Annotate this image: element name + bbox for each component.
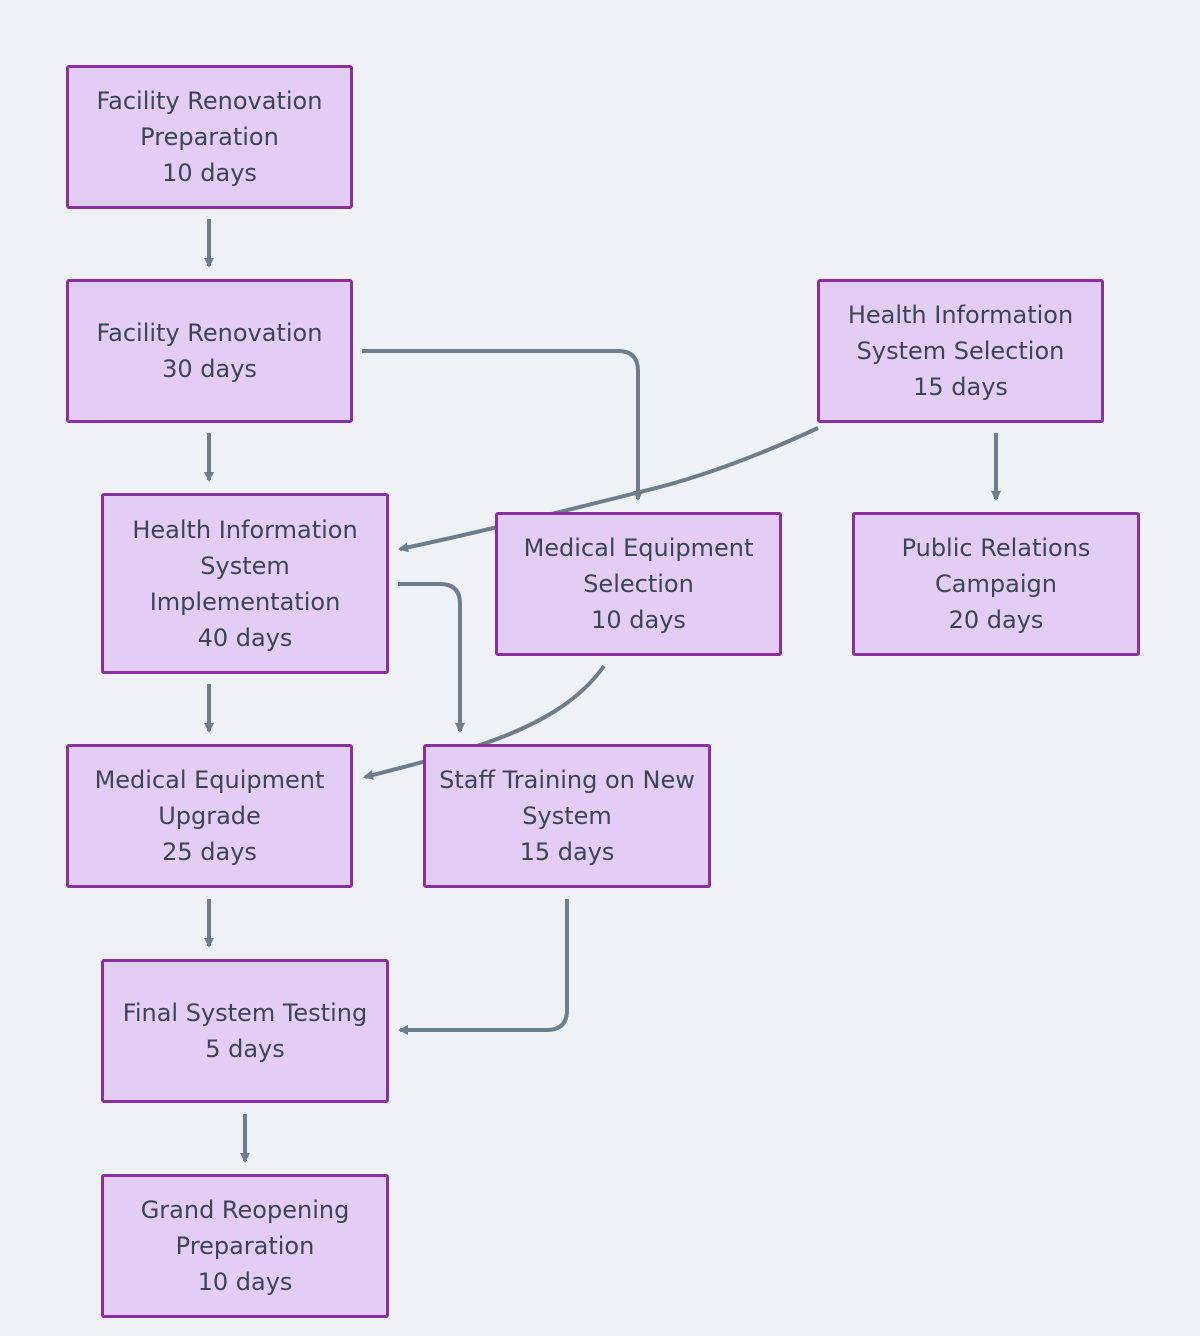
node-label: Facility Renovation bbox=[96, 319, 323, 347]
edge-facility-renovation-to-medical-equipment-selection bbox=[362, 349, 643, 501]
node-grand-reopening-preparation: Grand Reopening Preparation 10 days bbox=[101, 1174, 389, 1318]
node-duration: 10 days bbox=[591, 606, 686, 634]
node-label: Public Relations Campaign bbox=[901, 534, 1091, 598]
node-medical-equipment-upgrade: Medical Equipment Upgrade 25 days bbox=[66, 744, 353, 888]
node-label: Medical Equipment Upgrade bbox=[94, 766, 325, 830]
node-duration: 40 days bbox=[197, 623, 293, 652]
node-final-system-testing: Final System Testing 5 days bbox=[101, 959, 389, 1103]
node-facility-renovation: Facility Renovation 30 days bbox=[66, 279, 353, 423]
node-duration: 10 days bbox=[162, 159, 257, 187]
edge-health-information-system-implementation-to-staff-training-on-new-system bbox=[398, 582, 465, 733]
edge-staff-training-on-new-system-to-final-system-testing bbox=[398, 899, 569, 1035]
node-medical-equipment-selection: Medical Equipment Selection 10 days bbox=[495, 512, 782, 656]
node-label: Health Information System Implementation bbox=[132, 515, 358, 616]
node-health-information-system-selection: Health Information System Selection 15 d… bbox=[817, 279, 1104, 423]
node-label: Facility Renovation Preparation bbox=[96, 87, 323, 151]
node-health-information-system-implementation: Health Information System Implementation… bbox=[101, 493, 389, 674]
node-duration: 15 days bbox=[519, 838, 615, 866]
node-staff-training-on-new-system: Staff Training on New System 15 days bbox=[423, 744, 711, 888]
node-duration: 30 days bbox=[162, 355, 257, 383]
node-facility-renovation-preparation: Facility Renovation Preparation 10 days bbox=[66, 65, 353, 209]
node-duration: 10 days bbox=[197, 1268, 293, 1296]
node-label: Final System Testing bbox=[122, 999, 368, 1027]
node-label: Staff Training on New System bbox=[439, 766, 695, 830]
node-duration: 5 days bbox=[205, 1035, 285, 1063]
node-duration: 15 days bbox=[913, 373, 1008, 401]
node-label: Grand Reopening Preparation bbox=[140, 1196, 350, 1260]
node-duration: 25 days bbox=[162, 838, 257, 866]
node-public-relations-campaign: Public Relations Campaign 20 days bbox=[852, 512, 1140, 656]
node-duration: 20 days bbox=[948, 606, 1044, 634]
node-label: Health Information System Selection bbox=[847, 301, 1074, 365]
edge-health-information-system-selection-to-health-information-system-implementation bbox=[398, 426, 819, 553]
node-label: Medical Equipment Selection bbox=[523, 534, 754, 598]
